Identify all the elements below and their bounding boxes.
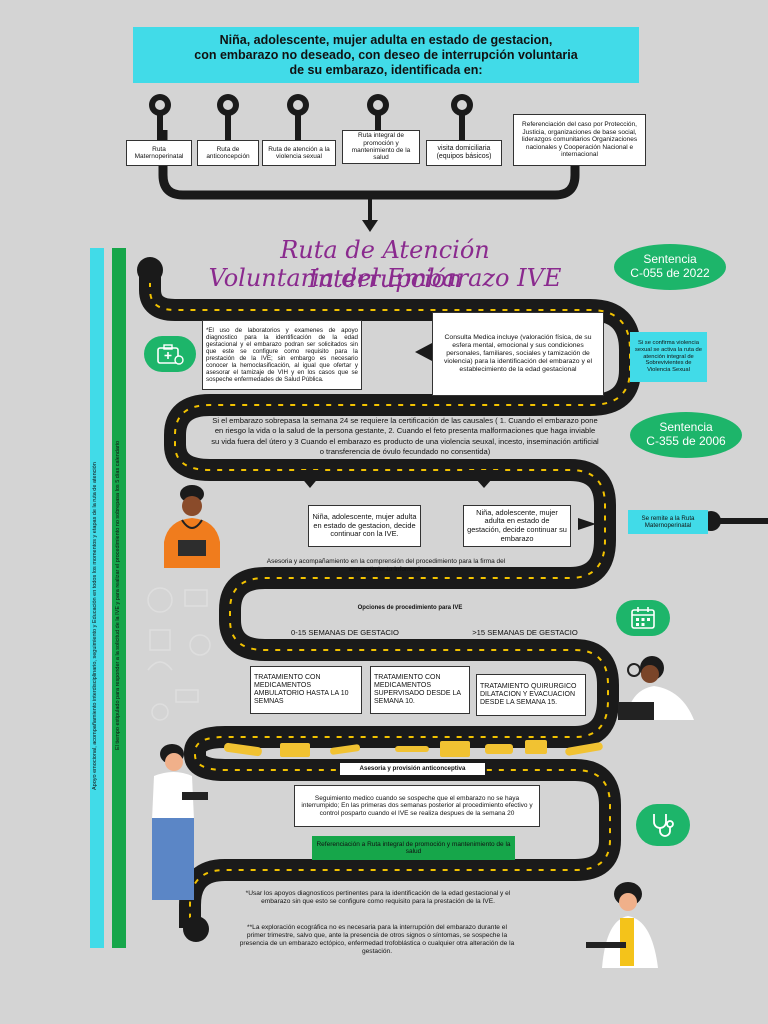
sentencia-c055-line-1: Sentencia (643, 252, 697, 266)
nurse-illustration (148, 482, 236, 574)
entry-visita-domiciliaria: visita domiciliaria (equipos básicos) (426, 140, 502, 166)
sentencia-c055: Sentencia C-055 de 2022 (614, 244, 726, 290)
header-box: Niña, adolescente, mujer adulta en estad… (133, 27, 639, 83)
footnote-1: *Usar los apoyos diagnosticos pertinente… (245, 890, 511, 905)
asesoria-consentimiento: Asesoria y acompañamiento en la comprens… (266, 558, 506, 573)
rango-0-15: 0-15 SEMANAS DE GESTACIO (291, 628, 399, 637)
referenciacion-promocion: Referenciación a Ruta integral de promoc… (312, 836, 515, 860)
pill-decorations (224, 740, 603, 757)
route-title-line-2: Voluntaria del Embarazo IVE (208, 264, 562, 292)
sentencia-c355-line-2: C-355 de 2006 (646, 434, 726, 448)
entry-pins (149, 94, 473, 140)
header-line-1: Niña, adolescente, mujer adulta en estad… (219, 32, 553, 47)
entry-ruta-maternoperinatal: Ruta Maternoperinatal (126, 140, 192, 166)
sentencia-c355: Sentencia C-355 de 2006 (630, 412, 742, 458)
header-line-2: con embarazo no deseado, con deseo de in… (194, 47, 578, 62)
sentencia-c055-line-2: C-055 de 2022 (630, 266, 710, 280)
consulta-medica: Consulta Medica incluye (valoración físi… (432, 312, 604, 396)
labs-note: *El uso de laboratorios y examenes de ap… (202, 320, 362, 390)
semana-24-causales: Si el embarazo sobrepasa la semana 24 se… (211, 416, 599, 456)
asesoria-anticonceptiva: Asesoria y provisión anticonceptiva (340, 763, 485, 775)
violencia-sexual-note: Si se confirma violencia sexual se activ… (630, 332, 707, 382)
side-bar-cyan-text: Apoyo emocional, acompañamiento interdis… (92, 462, 98, 790)
entry-ruta-violencia-sexual: Ruta de atención a la violencia sexual (262, 140, 336, 166)
remite-maternoperinatal: Se remite a la Ruta Maternoperinatal (628, 510, 708, 534)
doctor-illustration (612, 654, 712, 724)
doctor-clipboard-illustration (584, 880, 674, 970)
seguimiento-medico: Seguimiento medico cuando se sospeche qu… (294, 785, 540, 827)
opciones-procedimiento: Opciones de procedimiento para IVE (357, 605, 463, 611)
side-bar-green-text: El tiempo estipulado para responder a la… (115, 440, 121, 750)
route-title-line-1: Ruta de Atención Interrupción (280, 236, 490, 293)
side-bar-cyan (90, 248, 104, 948)
header-line-3: de su embarazo, identificada en: (289, 62, 483, 77)
entry-ruta-anticoncepcion: Ruta de anticoncepción (197, 140, 259, 166)
decide-ive: Niña, adolescente, mujer adulta en estad… (308, 505, 421, 547)
sentencia-c355-line-1: Sentencia (659, 420, 713, 434)
entry-ruta-promocion: Ruta integral de promoción y mantenimien… (342, 130, 420, 164)
calendar-icon (616, 600, 670, 636)
stethoscope-icon (636, 804, 690, 846)
student-illustration (134, 742, 214, 912)
rango-mayor-15: >15 SEMANAS DE GESTACIO (472, 628, 578, 637)
entry-referenciacion: Referenciación del caso por Protección, … (513, 114, 646, 166)
side-bar-green (112, 248, 126, 948)
tratamiento-ambulatorio: TRATAMIENTO CON MEDICAMENTOS AMBULATORIO… (250, 666, 362, 714)
medical-kit-icon (144, 336, 196, 372)
tratamiento-supervisado: TRATAMIENTO CON MEDICAMENTOS SUPERVISADO… (370, 666, 470, 714)
doodle-background (147, 587, 211, 721)
decide-continuar: Niña, adolescente, mujer adulta en estad… (463, 505, 571, 547)
footnote-2: **La exploración ecográfica no es necesa… (239, 924, 515, 955)
tratamiento-quirurgico: TRATAMIENTO QUIRURGICO DILATACION Y EVAC… (476, 674, 586, 716)
